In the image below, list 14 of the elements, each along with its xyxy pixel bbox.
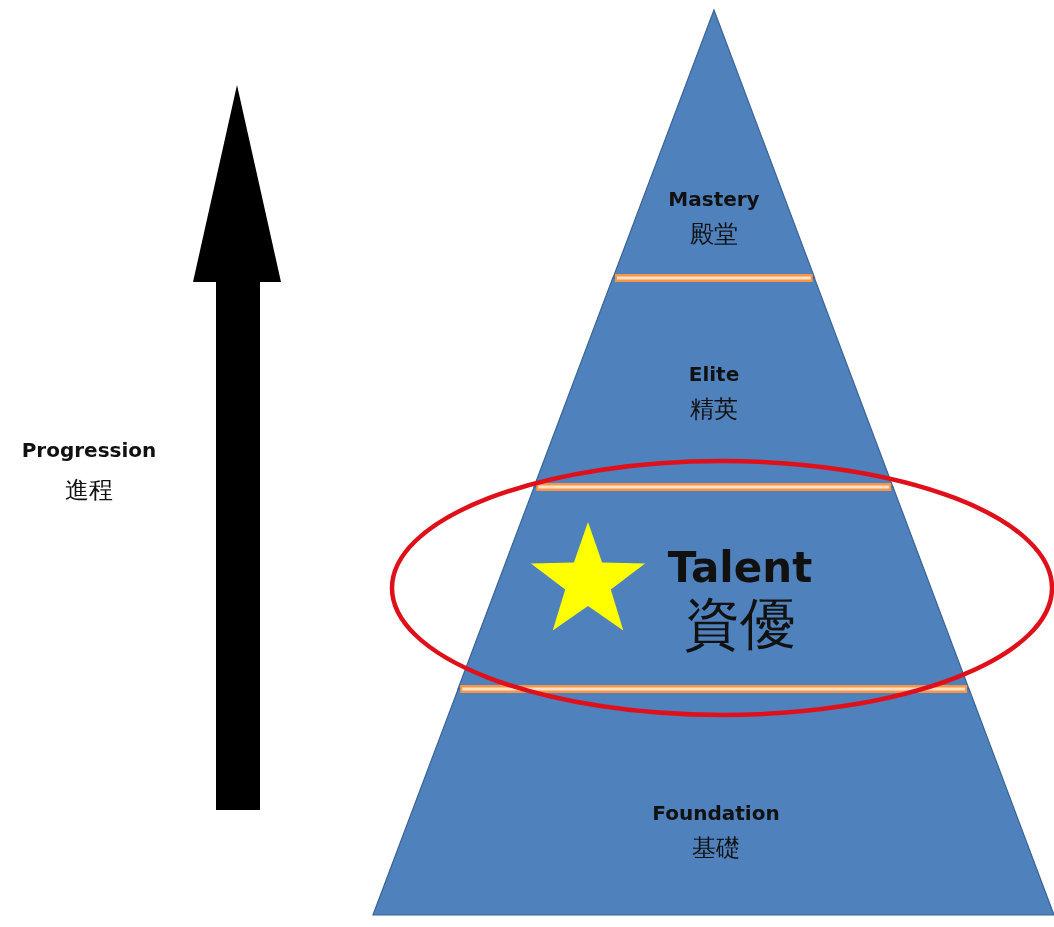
tier-subtitle: 基礎	[692, 832, 740, 864]
pyramid-tier	[373, 689, 1054, 915]
pyramid-tier	[613, 10, 815, 278]
axis-sublabel: 進程	[65, 475, 113, 506]
tier-title: Foundation	[652, 799, 780, 827]
pyramid-tier	[534, 278, 894, 487]
tier-title: Elite	[688, 360, 740, 388]
tier-subtitle: 殿堂	[690, 218, 738, 250]
tier-title: Talent	[667, 543, 813, 592]
pyramid-tier	[458, 487, 970, 689]
tier-subtitle: 精英	[690, 393, 738, 425]
tier-subtitle: 資優	[684, 591, 796, 657]
axis-label: Progression	[21, 438, 157, 462]
tier-title: Mastery	[668, 185, 760, 213]
